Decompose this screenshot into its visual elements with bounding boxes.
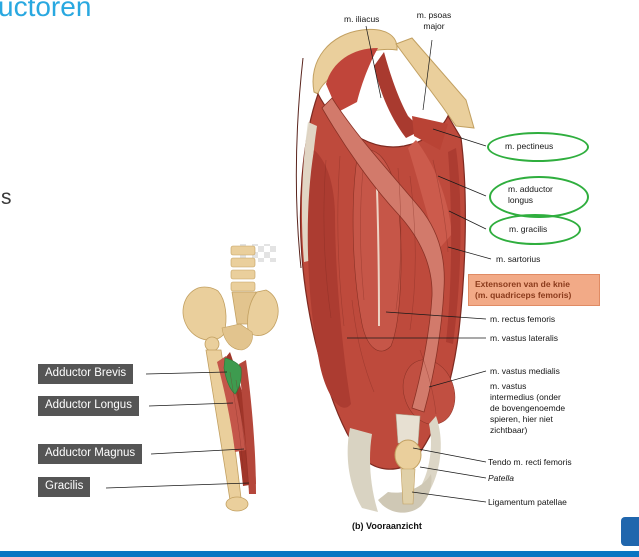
quadriceps-tendon bbox=[395, 413, 421, 445]
body-contour-line bbox=[295, 57, 304, 269]
label-m-vastus-medialis: m. vastus medialis bbox=[490, 366, 560, 376]
psoas-major-muscle bbox=[374, 52, 422, 138]
ilium-right-bone bbox=[247, 289, 279, 336]
rectus-femoris-tendon-line bbox=[375, 161, 380, 327]
label-m-rectus-femoris: m. rectus femoris bbox=[490, 314, 556, 324]
label-m-pectineus: m. pectineus bbox=[505, 141, 554, 151]
ilium-left-bone bbox=[182, 286, 227, 341]
label-m-psoas-major: m. psoas major bbox=[416, 10, 452, 32]
fascia-lata-band bbox=[301, 122, 317, 262]
vastus-lateralis-muscle bbox=[307, 150, 351, 408]
femur-bone bbox=[205, 349, 242, 501]
pectineus-muscle bbox=[412, 116, 448, 150]
spine-bone bbox=[230, 245, 256, 292]
sartorius-muscle bbox=[321, 97, 445, 413]
adductor-longus-muscle-left bbox=[217, 356, 246, 452]
pubic-ramus-bone bbox=[395, 37, 475, 129]
adductor-magnus-muscle bbox=[222, 352, 256, 486]
transparency-checkerboard bbox=[236, 244, 276, 262]
label-adductor-magnus: Adductor Magnus bbox=[38, 444, 143, 464]
label-m-sartorius: m. sartorius bbox=[496, 254, 541, 264]
adductor-longus-muscle bbox=[408, 140, 452, 250]
femur-condyle-bone bbox=[225, 496, 249, 512]
vastus-medialis-muscle bbox=[402, 359, 456, 425]
rectus-femoris-muscle bbox=[352, 149, 402, 352]
adductor-brevis-muscle-highlight bbox=[223, 357, 242, 395]
label-gracilis: Gracilis bbox=[38, 477, 91, 497]
right-figure-art bbox=[295, 25, 492, 513]
iliac-crest-bone bbox=[312, 28, 398, 95]
label-tendo-recti-femoris: Tendo m. recti femoris bbox=[488, 457, 572, 467]
slide-corner-square bbox=[621, 517, 639, 546]
left-leader-lines bbox=[105, 371, 250, 489]
slide-bottom-bar bbox=[0, 551, 639, 557]
label-patella: Patella bbox=[488, 473, 514, 483]
extensor-heading-line2: (m. quadriceps femoris) bbox=[475, 290, 572, 301]
label-m-vastus-lateralis: m. vastus lateralis bbox=[490, 333, 559, 343]
muscle-striations-left bbox=[229, 371, 250, 489]
iliacus-muscle bbox=[326, 48, 378, 112]
label-m-gracilis: m. gracilis bbox=[509, 224, 548, 234]
label-adductor-brevis: Adductor Brevis bbox=[38, 364, 134, 384]
slide-title-fragment: uctoren bbox=[0, 0, 92, 22]
femur-head-bone bbox=[204, 336, 220, 352]
label-m-vastus-intermedius: m. vastus intermedius (onder de bovengen… bbox=[490, 381, 566, 436]
sacrum-bone bbox=[231, 291, 257, 325]
label-adductor-longus: Adductor Longus bbox=[38, 396, 139, 416]
patellar-ligament bbox=[400, 468, 416, 505]
gracilis-muscle-left bbox=[239, 360, 256, 494]
body-text-fragment: s bbox=[1, 186, 12, 209]
knee-fascia-left bbox=[347, 428, 378, 512]
extensor-heading-line1: Extensoren van de knie bbox=[475, 279, 570, 289]
patella-bone bbox=[394, 439, 422, 471]
label-m-iliacus: m. iliacus bbox=[344, 14, 380, 24]
figure-caption: (b) Vooraanzicht bbox=[352, 521, 422, 531]
pubis-bone bbox=[221, 323, 253, 351]
label-m-adductor-longus: m. adductor longus bbox=[508, 184, 553, 206]
thigh-muscle-mass bbox=[299, 92, 466, 470]
lower-leg-muscle bbox=[378, 474, 432, 513]
muscle-striations-right bbox=[323, 155, 449, 415]
knee-fascia-right bbox=[422, 416, 441, 490]
gracilis-muscle bbox=[446, 148, 461, 344]
label-ligamentum-patellae: Ligamentum patellae bbox=[488, 497, 567, 507]
extensor-heading-box: Extensoren van de knie (m. quadriceps fe… bbox=[468, 274, 600, 307]
right-leader-lines bbox=[347, 25, 492, 503]
green-circle-gracilis bbox=[489, 214, 581, 245]
green-circle-pectineus bbox=[487, 132, 589, 162]
